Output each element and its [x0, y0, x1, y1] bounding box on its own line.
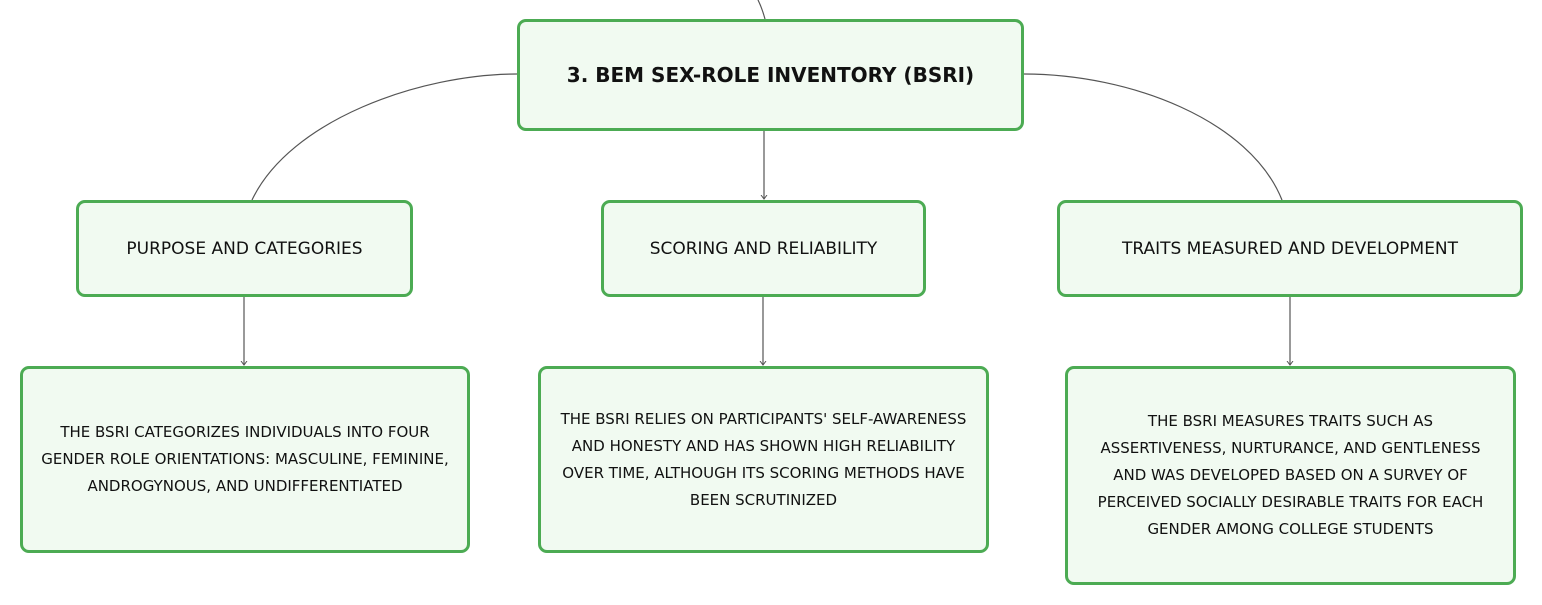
root-node-label: 3. BEM SEX-ROLE INVENTORY (BSRI) — [566, 63, 975, 87]
leaf-node-traits-detail[interactable]: THE BSRI MEASURES TRAITS SUCH AS ASSERTI… — [1065, 366, 1516, 585]
leaf-node-text: THE BSRI CATEGORIZES INDIVIDUALS INTO FO… — [41, 423, 449, 495]
branch-node-label: SCORING AND RELIABILITY — [649, 238, 878, 259]
leaf-node-text: THE BSRI MEASURES TRAITS SUCH AS ASSERTI… — [1097, 412, 1484, 538]
root-node[interactable]: 3. BEM SEX-ROLE INVENTORY (BSRI) — [517, 19, 1024, 131]
connector-root-to-branch-3 — [1023, 73, 1283, 201]
branch-node-label: TRAITS MEASURED AND DEVELOPMENT — [1121, 238, 1459, 259]
leaf-node-purpose-detail[interactable]: THE BSRI CATEGORIZES INDIVIDUALS INTO FO… — [20, 366, 470, 553]
leaf-node-scoring-detail[interactable]: THE BSRI RELIES ON PARTICIPANTS' SELF-AW… — [538, 366, 989, 553]
branch-node-scoring-and-reliability[interactable]: SCORING AND RELIABILITY — [601, 200, 926, 297]
leaf-node-text: THE BSRI RELIES ON PARTICIPANTS' SELF-AW… — [560, 409, 967, 509]
connector-parent-to-root — [757, 0, 766, 20]
branch-node-purpose-and-categories[interactable]: PURPOSE AND CATEGORIES — [76, 200, 413, 297]
branch-node-label: PURPOSE AND CATEGORIES — [126, 238, 363, 259]
connector-root-to-branch-1 — [251, 73, 518, 201]
branch-node-traits-measured-and-development[interactable]: TRAITS MEASURED AND DEVELOPMENT — [1057, 200, 1523, 297]
